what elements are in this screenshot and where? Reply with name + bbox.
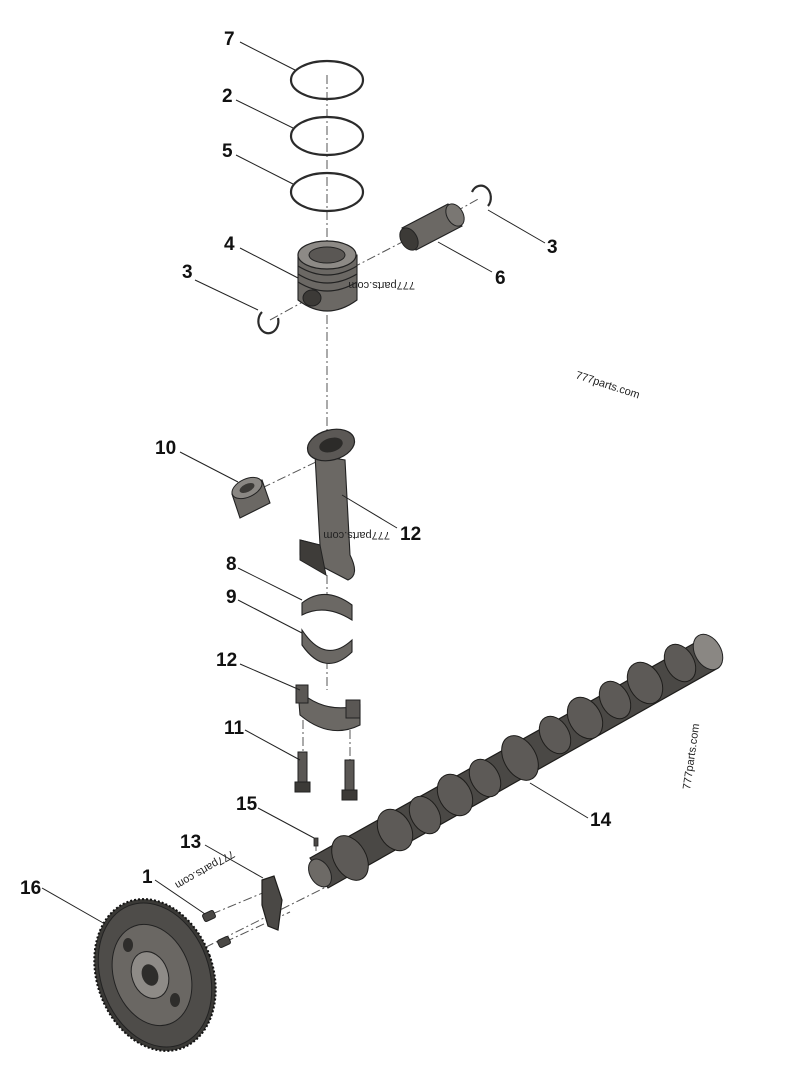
- watermark-bracket: 777parts.com: [173, 847, 237, 891]
- callout-3-right: 3: [547, 237, 558, 258]
- callout-10: 10: [155, 438, 176, 459]
- circlip-right: [470, 184, 492, 207]
- piston-ring-7: [289, 59, 365, 101]
- callout-2: 2: [222, 86, 233, 107]
- callout-13: 13: [180, 832, 201, 853]
- callout-1: 1: [142, 867, 153, 888]
- small-end-bushing: [231, 476, 271, 519]
- watermark-piston: 777parts.com: [348, 279, 415, 291]
- watermark-camshaft: 777parts.com: [681, 723, 702, 791]
- callout-11: 11: [224, 718, 245, 739]
- camshaft: [308, 633, 724, 889]
- bearing-shell-upper: [301, 593, 353, 621]
- callout-numbers: 7 2 5 4 3 3 6 10 12 8 9 12 11 14 15 13 1…: [20, 29, 612, 899]
- callout-7: 7: [224, 29, 235, 50]
- watermark-right: 777parts.com: [574, 369, 641, 401]
- piston-ring-5: [289, 171, 365, 213]
- callout-12-rod: 12: [400, 524, 421, 545]
- connecting-rod: [299, 428, 356, 581]
- leader-lines: [41, 41, 589, 925]
- screw-upper: [202, 909, 216, 923]
- callout-4: 4: [224, 234, 235, 255]
- callout-12-cap: 12: [216, 650, 237, 671]
- circlip-left: [257, 311, 280, 335]
- dowel-pin: [313, 837, 319, 847]
- piston: [297, 240, 358, 312]
- callout-16: 16: [20, 878, 41, 899]
- watermark-rod: 777parts.com: [323, 529, 390, 541]
- camshaft-gear: [93, 898, 217, 1052]
- thrust-plate: [261, 875, 283, 931]
- callout-14: 14: [590, 810, 612, 831]
- callout-3-left: 3: [182, 262, 193, 283]
- rod-bolt-right: [341, 759, 358, 801]
- rod-bolt-left: [294, 751, 311, 793]
- callout-8: 8: [226, 554, 237, 575]
- callout-15: 15: [236, 794, 258, 815]
- callout-5: 5: [222, 141, 233, 162]
- piston-ring-2: [289, 115, 365, 157]
- connecting-rod-cap: [295, 684, 361, 732]
- callout-9: 9: [226, 587, 237, 608]
- piston-pin: [399, 203, 465, 251]
- callout-6: 6: [495, 268, 506, 289]
- screw-lower: [217, 935, 231, 949]
- bearing-shell-lower: [301, 628, 353, 665]
